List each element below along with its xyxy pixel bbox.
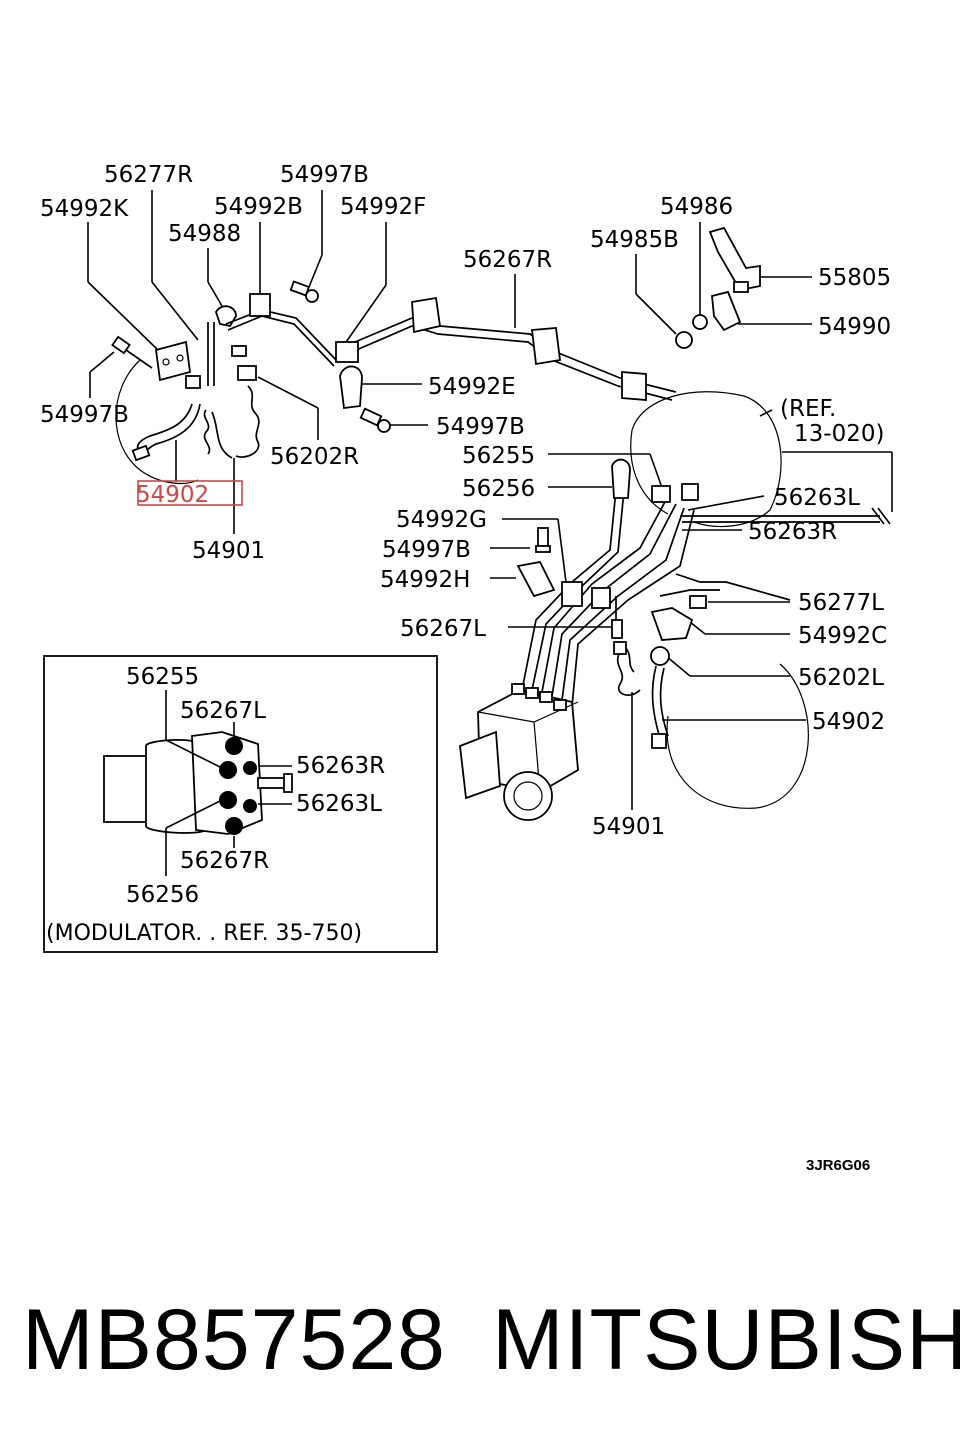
callout-54990: 54990 bbox=[818, 314, 891, 340]
coil-hose-left bbox=[203, 385, 260, 459]
callout-56256: 56256 bbox=[462, 476, 535, 502]
callout-54997B-left: 54997B bbox=[40, 402, 129, 428]
brake-line-diagram: 56277R 54997B 54992K 54992B 54992F 54988… bbox=[40, 162, 893, 1174]
inset-callout-56263L: 56263L bbox=[296, 791, 382, 817]
callout-54992C: 54992C bbox=[798, 623, 887, 649]
left-front-hose-assembly bbox=[111, 280, 339, 485]
reference-13-020-line2: 13-020) bbox=[794, 421, 884, 447]
inset-callout-56267R: 56267R bbox=[180, 848, 269, 874]
callout-54992F: 54992F bbox=[340, 194, 426, 220]
modulator-inset: 56255 56267L 56263R 56263L 56267R 56256 … bbox=[43, 655, 438, 953]
main-pipe-run bbox=[335, 296, 677, 433]
callout-54901-left: 54901 bbox=[192, 538, 265, 564]
callout-54901-right: 54901 bbox=[592, 814, 665, 840]
inset-callout-56267L: 56267L bbox=[180, 698, 266, 724]
footer: MB857528 MITSUBISHI bbox=[0, 1290, 960, 1400]
callout-54988: 54988 bbox=[168, 221, 241, 247]
callout-54986: 54986 bbox=[660, 194, 733, 220]
callout-54997B-mid: 54997B bbox=[436, 414, 525, 440]
modulator-body bbox=[459, 683, 579, 821]
callout-54992H: 54992H bbox=[380, 567, 470, 593]
diagram-code: 3JR6G06 bbox=[806, 1157, 870, 1174]
callout-54992E: 54992E bbox=[428, 374, 516, 400]
inset-caption: (MODULATOR. . REF. 35-750) bbox=[46, 921, 362, 946]
right-front-hose-assembly bbox=[613, 641, 809, 809]
callout-56267L: 56267L bbox=[400, 616, 486, 642]
pipe-bundle bbox=[516, 458, 791, 707]
callout-54992K: 54992K bbox=[40, 196, 129, 222]
leader-lines bbox=[87, 190, 893, 810]
callout-54902-highlighted: 54902 bbox=[136, 482, 209, 508]
inset-callout-56255: 56255 bbox=[126, 664, 199, 690]
callout-54997B-low: 54997B bbox=[382, 537, 471, 563]
callout-54997B-top: 54997B bbox=[280, 162, 369, 188]
callout-56277L: 56277L bbox=[798, 590, 884, 616]
inset-callout-56256: 56256 bbox=[126, 882, 199, 908]
callout-56202L: 56202L bbox=[798, 665, 884, 691]
booster-area bbox=[630, 226, 891, 528]
inset-callout-56263R: 56263R bbox=[296, 753, 385, 779]
callout-54902-right: 54902 bbox=[812, 709, 885, 735]
callout-55805: 55805 bbox=[818, 265, 891, 291]
reference-13-020-line1: (REF. bbox=[780, 396, 836, 422]
callout-54992G: 54992G bbox=[396, 507, 487, 533]
callout-56202R: 56202R bbox=[270, 444, 359, 470]
callout-56255: 56255 bbox=[462, 443, 535, 469]
callout-54985B: 54985B bbox=[590, 227, 679, 253]
callout-56267R: 56267R bbox=[463, 247, 552, 273]
callout-labels: 56277R 54997B 54992K 54992B 54992F 54988… bbox=[40, 162, 891, 840]
callout-54992B: 54992B bbox=[214, 194, 303, 220]
part-number: MB857528 bbox=[22, 1292, 446, 1388]
highlight-box bbox=[137, 480, 243, 506]
callout-56263L: 56263L bbox=[774, 485, 860, 511]
brand-name: MITSUBISHI bbox=[492, 1292, 960, 1388]
callout-56263R: 56263R bbox=[748, 519, 837, 545]
callout-56277R: 56277R bbox=[104, 162, 193, 188]
